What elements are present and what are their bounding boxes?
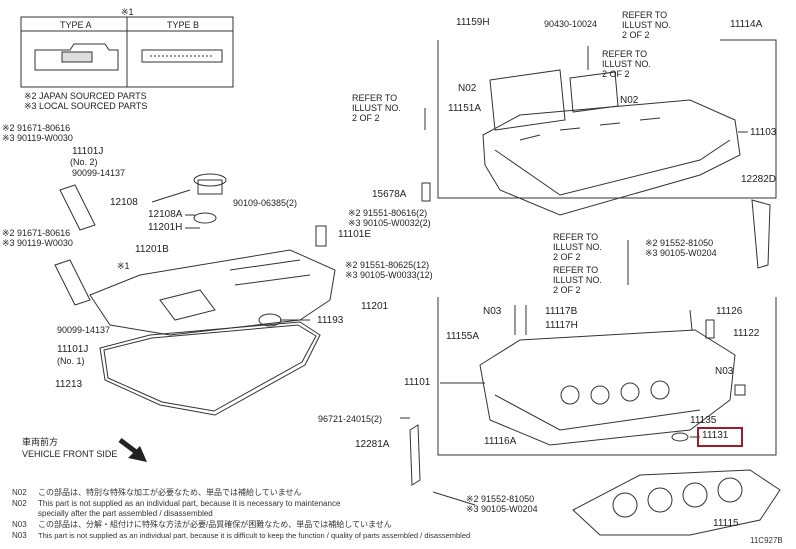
legend-local-sourced: ※3 LOCAL SOURCED PARTS xyxy=(24,101,148,111)
label-15678a[interactable]: 15678A xyxy=(372,189,407,200)
seal-11131 xyxy=(671,432,689,442)
label-11101j-a[interactable]: 11101J xyxy=(72,146,104,157)
label-11122[interactable]: 11122 xyxy=(733,328,760,339)
direction-en: VEHICLE FRONT SIDE xyxy=(22,449,118,459)
label-11201[interactable]: 11201 xyxy=(361,301,389,312)
label-refer-illust-mid2: REFER TO ILLUST NO. 2 OF 2 xyxy=(553,265,602,295)
sensor-11101e xyxy=(315,225,327,247)
label-90109-06385[interactable]: 90109-06385(2) xyxy=(233,198,298,208)
label-n03-b[interactable]: N03 xyxy=(715,366,734,377)
note-n02-jp: この部品は、特別な特殊な加工が必要なため、単品では補給していません xyxy=(38,488,302,497)
type-b-shape xyxy=(141,49,223,63)
note-n03-code: N03 xyxy=(12,520,27,529)
label-11213[interactable]: 11213 xyxy=(55,379,83,390)
label-12282d[interactable]: 12282D xyxy=(741,174,777,185)
pin-11122 xyxy=(705,319,715,339)
label-refer-illust-top: REFER TO ILLUST NO. 2 OF 2 xyxy=(622,10,671,40)
type-a-shape xyxy=(34,43,119,71)
housing-group-box xyxy=(437,39,777,199)
label-91552-81050-b[interactable]: ※2 91552-81050 xyxy=(466,494,535,504)
note-n02-code: N02 xyxy=(12,488,27,497)
label-11193[interactable]: 11193 xyxy=(317,315,344,326)
label-11155a[interactable]: 11155A xyxy=(446,331,479,342)
label-no2: (No. 2) xyxy=(70,157,98,167)
bearing-caps xyxy=(489,69,566,131)
label-96721-24015[interactable]: 96721-24015(2) xyxy=(318,414,383,424)
label-91552-81050-a[interactable]: ※2 91552-81050 xyxy=(645,238,714,248)
label-no1: (No. 1) xyxy=(57,356,85,366)
bracket-12281a xyxy=(409,424,421,486)
label-n02-a[interactable]: N02 xyxy=(458,83,477,94)
label-90099-14137-a[interactable]: 90099-14137 xyxy=(72,168,126,178)
label-12281a[interactable]: 12281A xyxy=(355,439,390,450)
label-11101e[interactable]: 11101E xyxy=(338,229,371,240)
label-91551-80616[interactable]: ※2 91551-80616(2) xyxy=(348,208,428,218)
head-gasket xyxy=(572,469,781,536)
plug-15678a xyxy=(421,182,431,202)
plug-n03 xyxy=(734,384,746,396)
note-n03-code-en: N03 xyxy=(12,531,27,540)
label-90119-w0030-a[interactable]: ※3 90119-W0030 xyxy=(2,133,73,143)
label-n03-a[interactable]: N03 xyxy=(483,306,502,317)
label-mark1: ※1 xyxy=(117,261,130,271)
label-91671-80616-b[interactable]: ※2 91671-80616 xyxy=(2,228,71,238)
label-11103[interactable]: 11103 xyxy=(750,127,777,138)
label-11114a[interactable]: 11114A xyxy=(730,19,763,30)
label-90105-w0204-a[interactable]: ※3 90105-W0204 xyxy=(645,248,717,258)
label-11159h[interactable]: 11159H xyxy=(456,17,490,28)
label-11101[interactable]: 11101 xyxy=(404,377,431,388)
legend-type-b: TYPE B xyxy=(167,20,200,30)
label-refer-illust-left: REFER TO ILLUST NO. 2 OF 2 xyxy=(352,93,401,123)
head-group-box xyxy=(437,297,777,456)
cover-gasket xyxy=(99,321,321,416)
note-n02-code-en: N02 xyxy=(12,499,27,508)
label-11101j-b[interactable]: 11101J xyxy=(57,344,89,355)
note-n03-en: This part is not supplied as an individu… xyxy=(38,531,471,540)
label-11115[interactable]: 11115 xyxy=(713,518,739,529)
label-11201b[interactable]: 11201B xyxy=(135,244,169,255)
label-refer-illust-2: REFER TO ILLUST NO. 2 OF 2 xyxy=(602,49,651,79)
label-11126[interactable]: 11126 xyxy=(716,306,743,317)
label-11151a[interactable]: 11151A xyxy=(448,103,481,114)
label-90430-10024[interactable]: 90430-10024 xyxy=(544,19,598,29)
label-11135[interactable]: 11135 xyxy=(690,415,717,426)
label-90099-14137-b[interactable]: 90099-14137 xyxy=(57,325,111,335)
cap-gasket xyxy=(193,212,217,224)
label-90105-w0032[interactable]: ※3 90105-W0032(2) xyxy=(348,218,431,228)
label-91671-80616-a[interactable]: ※2 91671-80616 xyxy=(2,123,71,133)
label-11131[interactable]: 11131 xyxy=(702,430,729,441)
label-11117b[interactable]: 11117B xyxy=(545,306,578,317)
bracket-12282d xyxy=(751,199,771,269)
note-n03-jp: この部品は、分解・組付けに特殊な方法が必要/品質確保が困難なため、単品では補給し… xyxy=(38,520,392,529)
label-91551-80625[interactable]: ※2 91551-80625(12) xyxy=(345,260,430,270)
oil-cap xyxy=(193,173,227,187)
label-n02-b[interactable]: N02 xyxy=(620,95,639,106)
label-refer-illust-mid: REFER TO ILLUST NO. 2 OF 2 xyxy=(553,232,602,262)
legend-mark: ※1 xyxy=(121,7,134,17)
cam-sensor-1 xyxy=(54,259,91,306)
label-11116a[interactable]: 11116A xyxy=(484,436,517,447)
head-cover xyxy=(89,249,336,336)
cam-sensor-2 xyxy=(59,184,96,231)
note-n02-en-1: This part is not supplied as an individu… xyxy=(38,499,341,508)
cylinder-head xyxy=(479,329,736,446)
legend-type-a: TYPE A xyxy=(60,20,92,30)
note-n02-en-2: specially after the part assembled / dis… xyxy=(38,509,213,518)
figure-id: 11C927B xyxy=(750,536,783,545)
legend-japan-sourced: ※2 JAPAN SOURCED PARTS xyxy=(24,91,147,101)
highlight-11131[interactable]: 11131 xyxy=(697,427,743,447)
label-11201h[interactable]: 11201H xyxy=(148,222,183,233)
label-90119-w0030-b[interactable]: ※3 90119-W0030 xyxy=(2,238,73,248)
label-90105-w0204-b[interactable]: ※3 90105-W0204 xyxy=(466,504,538,514)
label-11117h[interactable]: 11117H xyxy=(545,320,578,331)
label-12108a[interactable]: 12108A xyxy=(148,209,183,220)
direction-jp: 車両前方 xyxy=(22,437,59,447)
label-90105-w0033[interactable]: ※3 90105-W0033(12) xyxy=(345,270,433,280)
front-arrow xyxy=(118,438,147,462)
label-12108[interactable]: 12108 xyxy=(110,197,138,208)
